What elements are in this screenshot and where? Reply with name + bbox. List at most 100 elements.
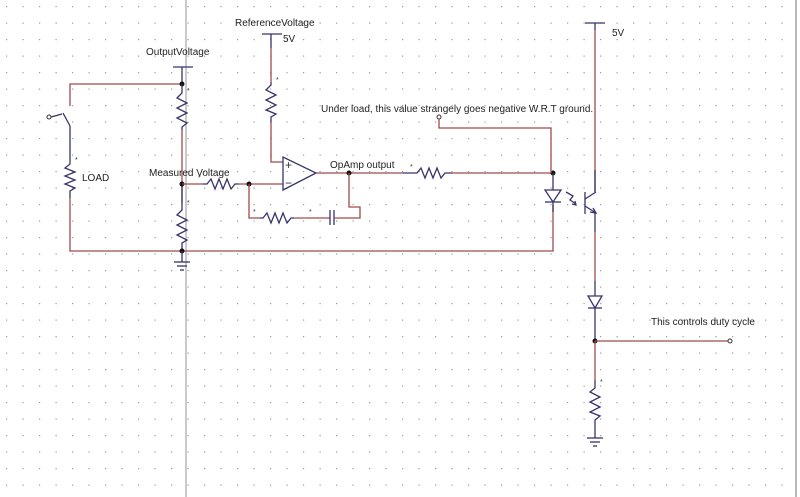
grid-dot	[765, 39, 767, 41]
grid-dot	[6, 237, 8, 239]
grid-dot	[732, 55, 734, 57]
grid-dot	[699, 88, 701, 90]
grid-dot	[72, 286, 74, 288]
reference-voltage-terminal[interactable]	[262, 33, 282, 48]
grid-dot	[435, 105, 437, 107]
grid-dot	[748, 286, 750, 288]
output-diode[interactable]	[586, 281, 604, 340]
optocoupler-transistor[interactable]	[584, 191, 598, 214]
grid-dot	[484, 352, 486, 354]
grid-dot	[204, 435, 206, 437]
grid-dot	[567, 451, 569, 453]
grid-dot	[501, 319, 503, 321]
load-switch[interactable]	[46, 112, 71, 158]
grid-dot	[352, 55, 354, 57]
grid-dot	[303, 435, 305, 437]
duty-cycle-terminal[interactable]	[727, 338, 733, 344]
grid-dot	[204, 237, 206, 239]
grid-dot	[534, 105, 536, 107]
grid-dot	[765, 6, 767, 8]
grid-dot	[633, 418, 635, 420]
grid-dot	[732, 402, 734, 404]
grid-dot	[418, 435, 420, 437]
grid-dot	[715, 253, 717, 255]
grid-dot	[550, 72, 552, 74]
grid-dot	[534, 352, 536, 354]
grid-dot	[699, 468, 701, 470]
grid-dot	[616, 402, 618, 404]
feedback-capacitor[interactable]	[329, 210, 335, 225]
grid-dot	[567, 171, 569, 173]
grid-dot	[484, 468, 486, 470]
divider-top-resistor[interactable]	[175, 84, 189, 130]
grid-dot	[204, 72, 206, 74]
grid-dot	[748, 55, 750, 57]
grid-dot	[517, 204, 519, 206]
grid-dot	[616, 171, 618, 173]
grid-dot	[385, 55, 387, 57]
grid-dot	[286, 237, 288, 239]
grid-dot	[39, 72, 41, 74]
grid-dot	[699, 336, 701, 338]
grid-dot	[600, 369, 602, 371]
grid-dot	[369, 253, 371, 255]
grid-dot	[39, 154, 41, 156]
grid-dot	[781, 270, 783, 272]
grid-dot	[88, 6, 90, 8]
grid-dot	[72, 22, 74, 24]
grid-dot	[336, 286, 338, 288]
grid-dot	[385, 352, 387, 354]
grid-dot	[567, 385, 569, 387]
input-resistor[interactable]	[203, 177, 239, 191]
grid-dot	[352, 171, 354, 173]
grid-dot	[649, 402, 651, 404]
grid-dot	[682, 319, 684, 321]
grid-dot	[550, 187, 552, 189]
grid-dot	[484, 204, 486, 206]
grid-dot	[666, 237, 668, 239]
grid-dot	[6, 435, 8, 437]
grid-dot	[517, 286, 519, 288]
grid-dot	[55, 72, 57, 74]
grid-dot	[666, 121, 668, 123]
grid-dot	[484, 105, 486, 107]
grid-dot	[534, 171, 536, 173]
grid-dot	[666, 204, 668, 206]
grid-dot	[699, 6, 701, 8]
grid-dot	[616, 286, 618, 288]
led-resistor[interactable]	[403, 166, 452, 180]
grid-dot	[105, 336, 107, 338]
supply-5v-terminal[interactable]	[585, 22, 605, 30]
pulldown-resistor[interactable]	[588, 380, 602, 438]
output-voltage-terminal[interactable]	[173, 66, 193, 84]
load-resistor[interactable]	[63, 158, 77, 198]
grid-dot	[88, 39, 90, 41]
grid-dot	[88, 171, 90, 173]
grid-dot	[369, 369, 371, 371]
grid-dot	[154, 88, 156, 90]
grid-dot	[435, 402, 437, 404]
grid-dot	[319, 352, 321, 354]
grid-dot	[468, 187, 470, 189]
grid-dot	[72, 435, 74, 437]
grid-dot	[600, 253, 602, 255]
grid-dot	[748, 402, 750, 404]
error-amplifier[interactable]	[282, 155, 318, 192]
grid-dot	[567, 468, 569, 470]
grid-dot	[534, 418, 536, 420]
grid-dot	[435, 369, 437, 371]
probe-terminal[interactable]	[436, 114, 442, 120]
grid-dot	[270, 484, 272, 486]
grid-dot	[22, 270, 24, 272]
grid-dot	[616, 105, 618, 107]
load-label: LOAD	[82, 173, 109, 184]
divider-bottom-resistor[interactable]	[175, 203, 189, 251]
feedback-resistor[interactable]	[260, 211, 294, 225]
reference-resistor[interactable]	[264, 82, 278, 122]
grid-dot	[534, 237, 536, 239]
optocoupler-led[interactable]	[543, 173, 563, 212]
grid-dot	[22, 39, 24, 41]
grid-dot	[220, 72, 222, 74]
grid-dot	[72, 237, 74, 239]
